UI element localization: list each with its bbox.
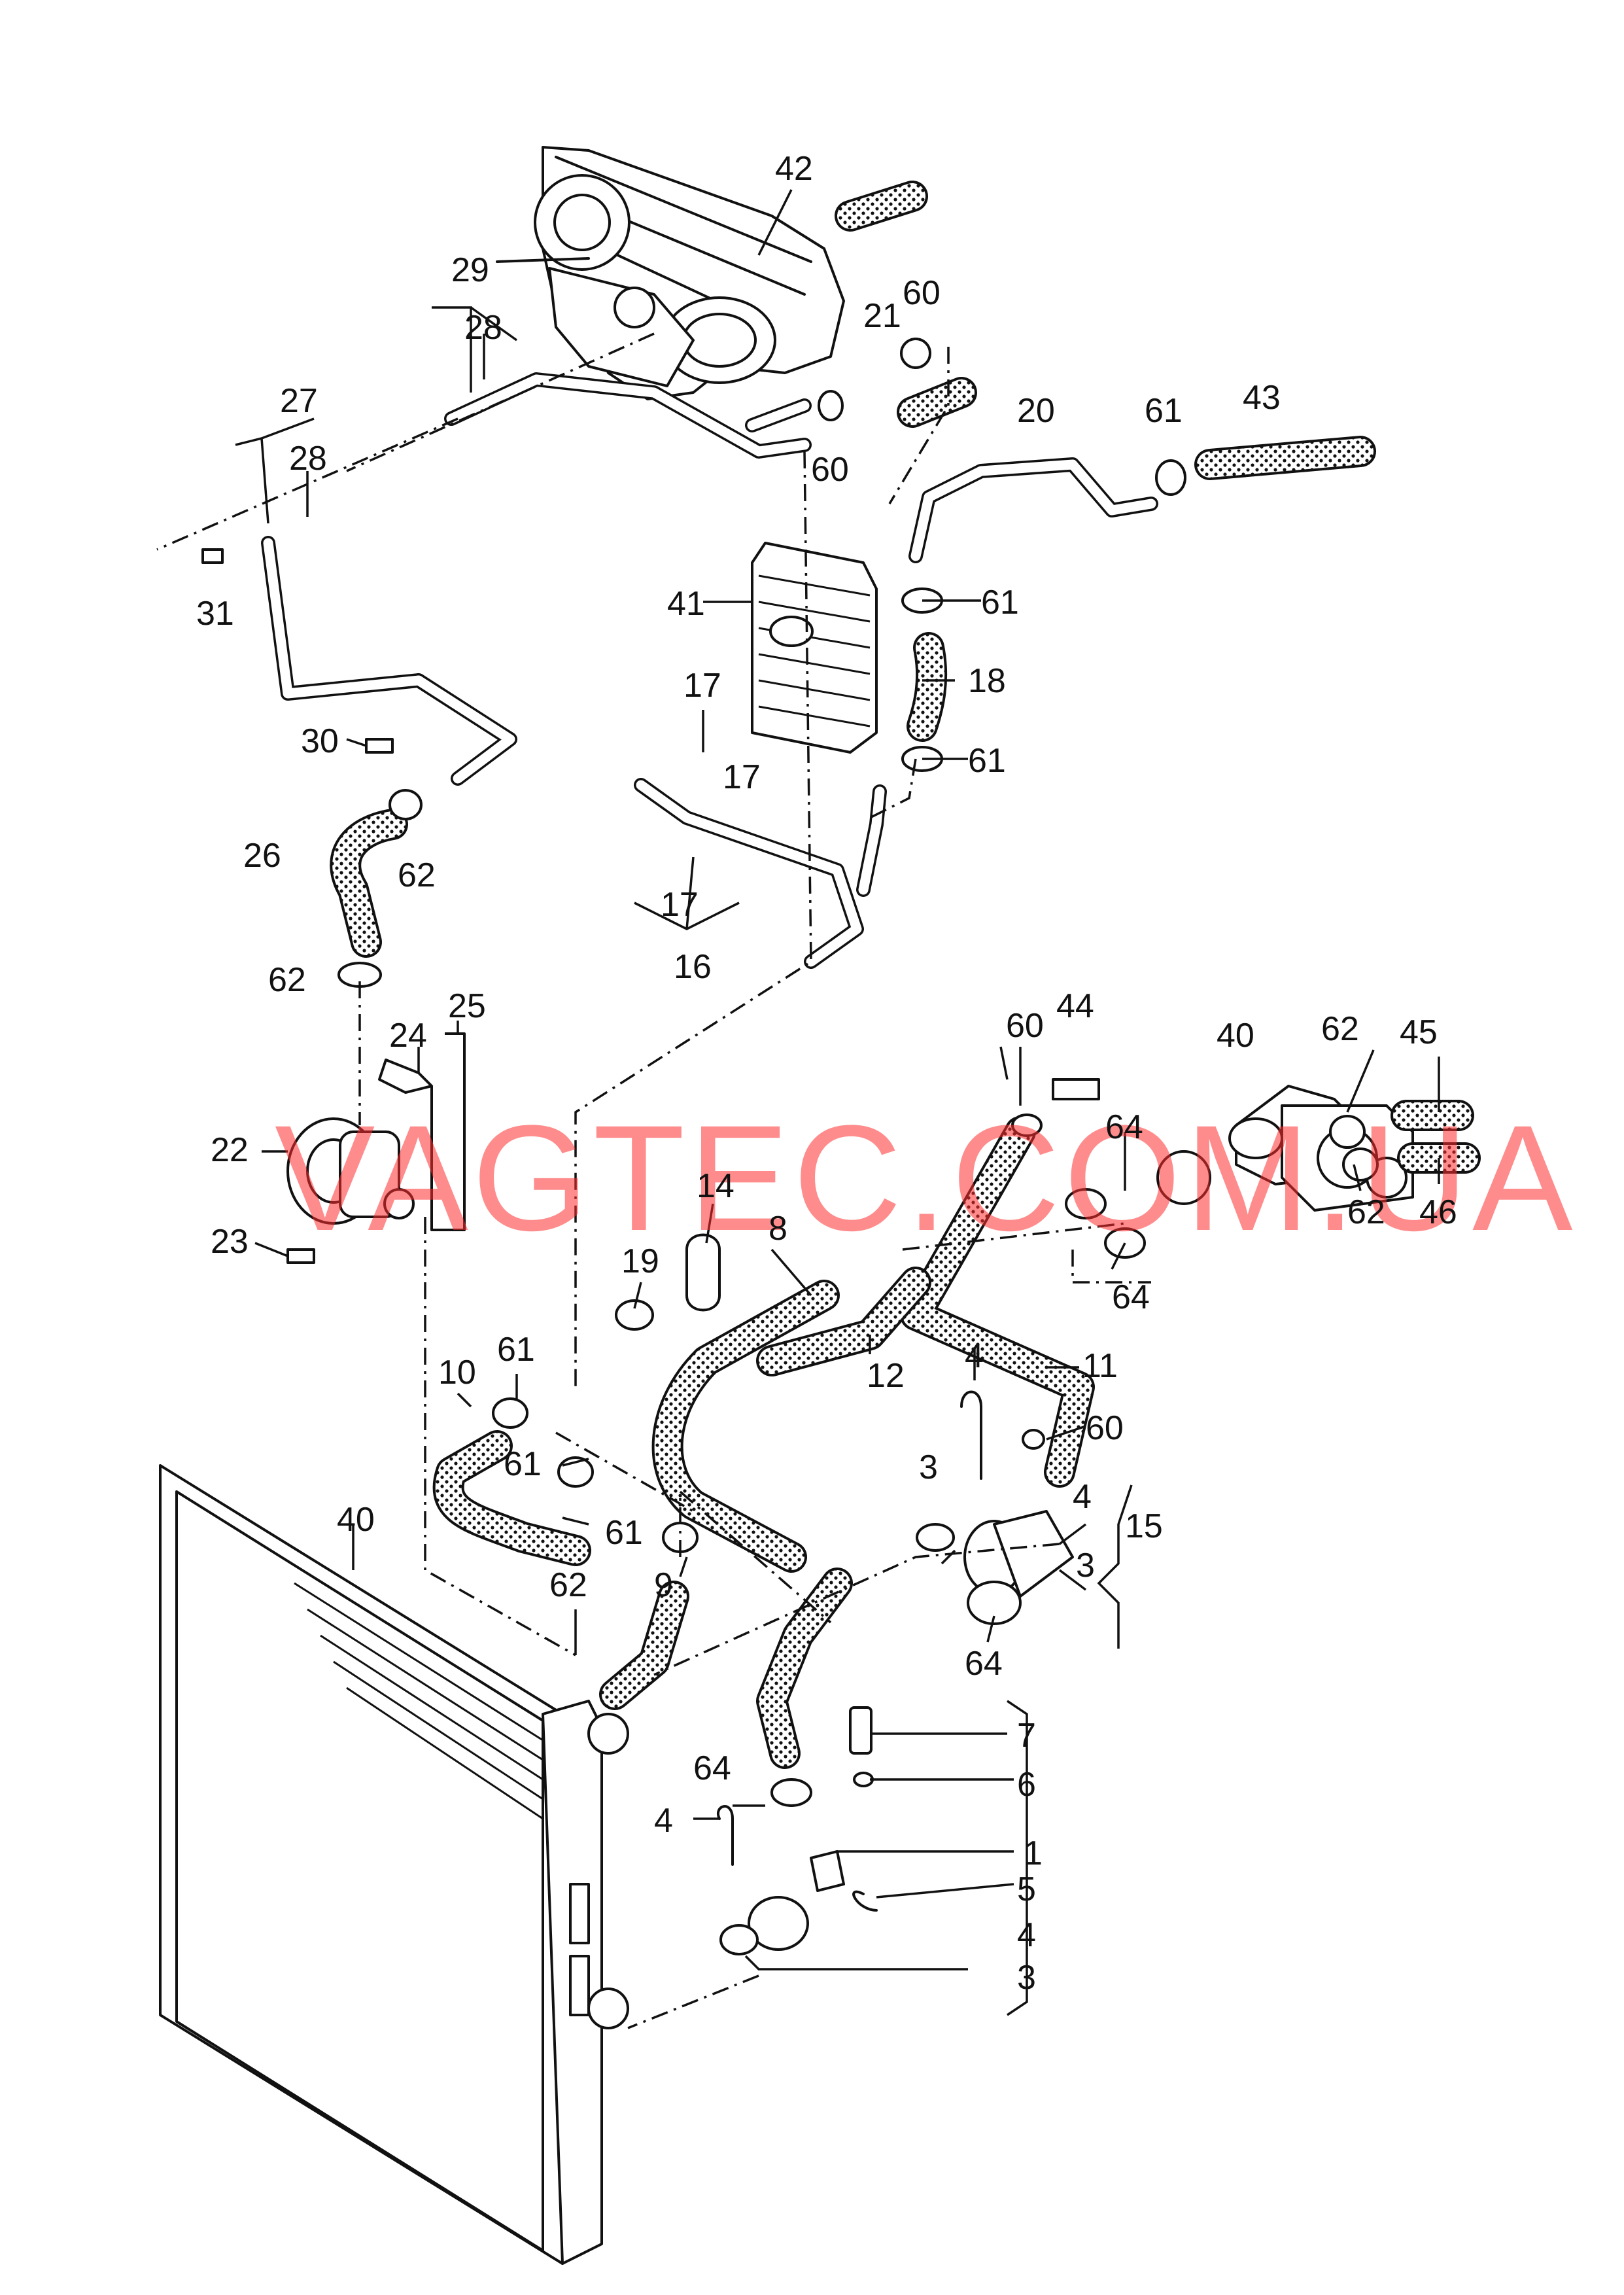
callout-61: 61	[605, 1514, 643, 1552]
callout-17: 17	[683, 667, 721, 705]
hoses	[330, 181, 1481, 1769]
callout-4: 4	[1017, 1916, 1036, 1954]
callout-12: 12	[867, 1357, 905, 1395]
callout-61: 61	[497, 1331, 535, 1369]
callout-42: 42	[775, 150, 813, 188]
coolant-valve	[286, 1032, 466, 1231]
callout-61: 61	[1145, 392, 1183, 430]
callout-17: 17	[661, 886, 699, 924]
callout-64: 64	[1105, 1108, 1143, 1146]
connection-lines	[156, 332, 1151, 2029]
callout-62: 62	[268, 961, 306, 999]
callout-6: 6	[1017, 1766, 1036, 1804]
callout-31: 31	[196, 595, 234, 633]
callout-labels: 42 29 28 21 60 60 27 28 20 61 43 31 41 6…	[196, 150, 1457, 1997]
callout-8: 8	[769, 1210, 787, 1248]
callout-14: 14	[697, 1167, 734, 1205]
callout-9: 9	[654, 1566, 673, 1604]
small-parts	[201, 338, 1379, 1955]
callout-62: 62	[398, 856, 436, 894]
callout-23: 23	[211, 1223, 249, 1261]
callout-3: 3	[1017, 1959, 1036, 1997]
callout-43: 43	[1243, 379, 1281, 417]
watermark: VAGTEC.COM.UA	[275, 1094, 1577, 1262]
callout-4: 4	[654, 1802, 673, 1840]
callout-21: 21	[863, 297, 901, 335]
turbocharger	[496, 146, 845, 400]
callout-17: 17	[723, 758, 761, 796]
callout-62: 62	[1321, 1010, 1359, 1048]
callout-5: 5	[1017, 1870, 1036, 1908]
callout-10: 10	[438, 1354, 476, 1392]
pipes	[261, 372, 1158, 969]
callout-3: 3	[919, 1448, 938, 1486]
callout-15: 15	[1125, 1507, 1163, 1545]
callout-41: 41	[667, 585, 705, 623]
callout-60: 60	[1086, 1409, 1124, 1447]
callout-18: 18	[968, 662, 1006, 700]
callout-60: 60	[903, 274, 941, 312]
callout-4: 4	[965, 1337, 984, 1375]
callout-19: 19	[621, 1242, 659, 1280]
callout-3: 3	[1076, 1547, 1095, 1585]
callout-7: 7	[1017, 1717, 1036, 1755]
callout-60: 60	[1006, 1007, 1044, 1045]
callout-11: 11	[1082, 1347, 1118, 1385]
callout-61: 61	[981, 584, 1019, 622]
callout-20: 20	[1017, 392, 1055, 430]
callout-26: 26	[243, 837, 281, 875]
callout-62: 62	[1347, 1193, 1385, 1231]
callout-62: 62	[549, 1566, 587, 1604]
callout-22: 22	[211, 1131, 249, 1169]
callout-28: 28	[464, 309, 502, 347]
callout-64: 64	[693, 1749, 731, 1787]
callout-40: 40	[337, 1501, 375, 1539]
callout-64: 64	[965, 1645, 1003, 1683]
callout-16: 16	[674, 948, 712, 986]
callout-24: 24	[389, 1017, 427, 1055]
oil-cooler	[751, 542, 878, 754]
callout-4: 4	[1073, 1478, 1092, 1516]
radiator	[159, 1464, 629, 2265]
callout-29: 29	[451, 251, 489, 289]
callout-60: 60	[811, 451, 849, 489]
callout-45: 45	[1400, 1013, 1438, 1051]
callout-40: 40	[1217, 1017, 1254, 1055]
callout-25: 25	[448, 987, 486, 1025]
callout-44: 44	[1056, 987, 1094, 1025]
callout-46: 46	[1419, 1193, 1457, 1231]
callout-27: 27	[280, 382, 318, 420]
callout-61: 61	[504, 1445, 542, 1483]
leader-lines	[235, 189, 1440, 2016]
callout-28: 28	[289, 440, 327, 478]
thermostat-housing	[1156, 1085, 1414, 1212]
callout-1: 1	[1024, 1834, 1043, 1872]
callout-30: 30	[301, 722, 339, 760]
callout-64: 64	[1112, 1278, 1150, 1316]
callout-61: 61	[968, 742, 1006, 780]
